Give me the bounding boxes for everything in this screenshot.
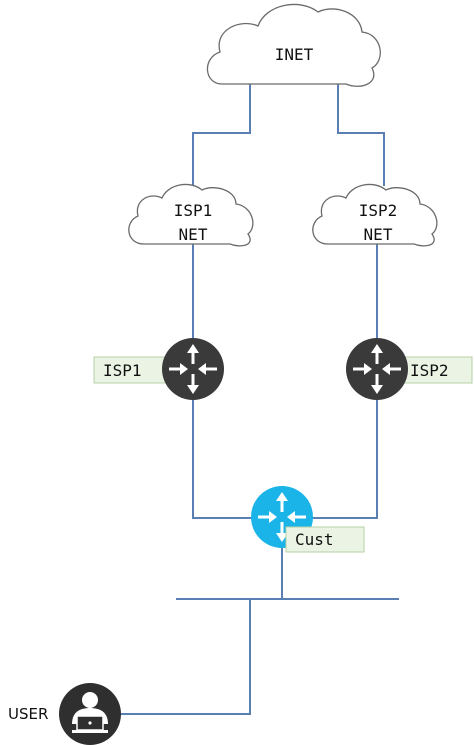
isp1-router: ISP1 (93, 338, 224, 400)
user-node: USER (8, 683, 121, 745)
cust-router-label: Cust (295, 530, 334, 549)
isp2-router-label: ISP2 (410, 361, 449, 380)
isp1-router-label: ISP1 (103, 361, 142, 380)
isp1-net-label-line2: NET (179, 225, 208, 244)
user-label: USER (8, 705, 48, 723)
link-lan-user (121, 599, 251, 715)
inet-label: INET (275, 45, 314, 64)
link-isp1router-cust (192, 400, 252, 519)
isp2-router-tag (395, 356, 473, 384)
cust-router-tag (285, 526, 365, 553)
cloud-icon (206, 3, 381, 87)
user-laptop-icon (59, 683, 121, 745)
isp1-net-label-line1: ISP1 (174, 201, 213, 220)
cloud-icon (128, 183, 254, 247)
isp1-router-tag (93, 356, 175, 384)
cust-router: Cust (251, 486, 365, 553)
link-inet-isp1net (192, 84, 251, 190)
router-icon (346, 338, 408, 400)
isp1-net-cloud: ISP1 NET (128, 183, 254, 247)
isp2-net-cloud: ISP2 NET (312, 183, 438, 247)
router-icon (162, 338, 224, 400)
inet-cloud: INET (206, 3, 381, 87)
isp2-net-label-line1: ISP2 (359, 201, 398, 220)
link-isp2router-cust (312, 400, 378, 519)
links (121, 84, 399, 715)
cloud-icon (312, 183, 438, 247)
link-inet-isp2net (337, 84, 385, 186)
isp2-router: ISP2 (346, 338, 473, 400)
isp2-net-label-line2: NET (364, 225, 393, 244)
